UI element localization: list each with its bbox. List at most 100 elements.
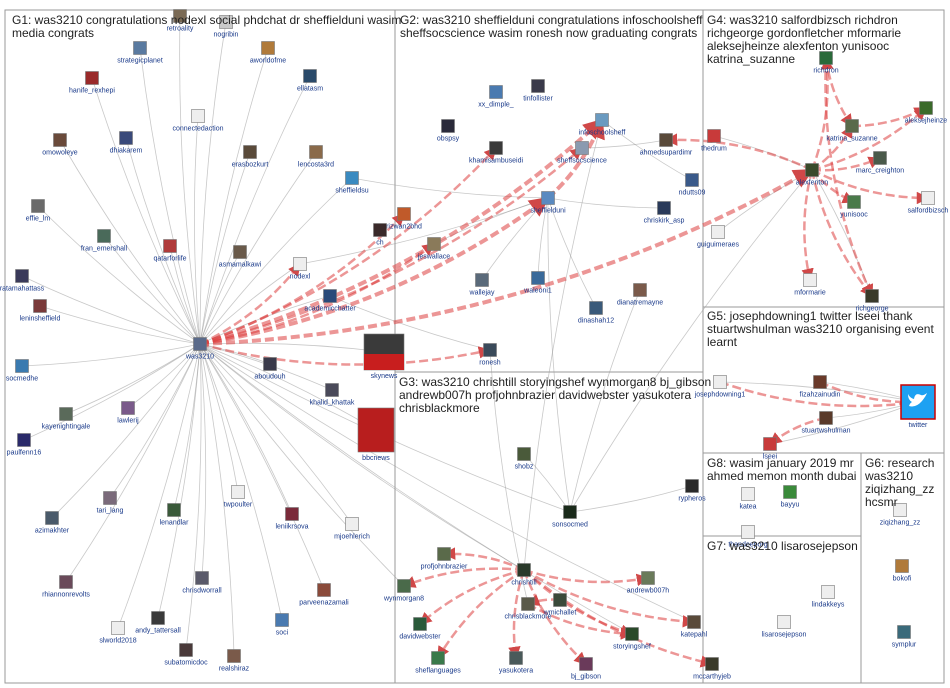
node-sheffielduni[interactable]: sheffielduni xyxy=(530,191,566,215)
node-avatar-josephdowning1[interactable] xyxy=(713,375,727,389)
node-strategicplanet[interactable]: strategicplanet xyxy=(117,41,163,65)
node-rizwan2bhd[interactable]: rizwan2bhd xyxy=(386,207,422,231)
node-avatar-stuartwshulman[interactable] xyxy=(819,411,833,425)
node-leninsheffield[interactable]: leninsheffield xyxy=(20,299,61,323)
node-connectedaction[interactable]: connectedaction xyxy=(173,109,224,133)
node-bj_gibson[interactable]: bj_gibson xyxy=(571,657,601,681)
node-avatar-fran_emershall[interactable] xyxy=(97,229,111,243)
node-rypheros[interactable]: rypheros xyxy=(678,479,706,503)
node-avatar-bj_gibson[interactable] xyxy=(579,657,593,671)
node-dhiakarem[interactable]: dhiakarem xyxy=(110,131,143,155)
node-avatar-ahmedsupardimr[interactable] xyxy=(659,133,673,147)
node-avatar-khamisambuseidi[interactable] xyxy=(489,141,503,155)
node-avatar-katepahl[interactable] xyxy=(687,615,701,629)
node-avatar-slworld2018[interactable] xyxy=(111,621,125,635)
node-socmedhe[interactable]: socmedhe xyxy=(6,359,38,383)
node-wmichallet[interactable]: wmichallet xyxy=(543,593,577,617)
node-avatar-strategicplanet[interactable] xyxy=(133,41,147,55)
node-avatar-soci[interactable] xyxy=(275,613,289,627)
node-avatar-sheffsocscience[interactable] xyxy=(575,141,589,155)
node-effie_lm[interactable]: effie_lm xyxy=(26,199,51,223)
node-waleoni1[interactable]: waleoni1 xyxy=(523,271,552,295)
node-subatomicdoc[interactable]: subatomicdoc xyxy=(164,643,208,667)
node-davidwebster[interactable]: davidwebster xyxy=(399,617,441,641)
node-avatar-xx_dimple_[interactable] xyxy=(489,85,503,99)
node-avatar-aworldofme[interactable] xyxy=(261,41,275,55)
node-mccarthyjeb[interactable]: mccarthyjeb xyxy=(693,657,731,681)
node-avatar-mccarthyjeb[interactable] xyxy=(705,657,719,671)
node-avatar-storyingshef[interactable] xyxy=(625,627,639,641)
node-avatar-paulfenn16[interactable] xyxy=(17,433,31,447)
node-avatar-rypheros[interactable] xyxy=(685,479,699,493)
node-avatar-chrishtill[interactable] xyxy=(517,563,531,577)
node-ratamahattass[interactable]: ratamahattass xyxy=(0,269,45,293)
node-avatar-leninsheffield[interactable] xyxy=(33,299,47,313)
node-avatar-waleoni1[interactable] xyxy=(531,271,545,285)
node-avatar-aleksejheinze[interactable] xyxy=(919,101,933,115)
node-avatar-dinashah12[interactable] xyxy=(589,301,603,315)
node-skynews[interactable]: skynews xyxy=(363,333,405,380)
node-avatar-realshiraz[interactable] xyxy=(227,649,241,663)
node-twitter[interactable]: twitter xyxy=(900,384,936,429)
node-avatar-chriskirk_asp[interactable] xyxy=(657,201,671,215)
node-avatar-erasbozkurt[interactable] xyxy=(243,145,257,159)
node-lencosta3rd[interactable]: lencosta3rd xyxy=(298,145,334,169)
node-symplur[interactable]: symplur xyxy=(892,625,917,649)
node-avatar-symplur[interactable] xyxy=(897,625,911,639)
node-wallejay[interactable]: wallejay xyxy=(469,273,495,297)
node-sonsocmed[interactable]: sonsocmed xyxy=(552,505,588,529)
node-avatar-davidwebster[interactable] xyxy=(413,617,427,631)
node-avatar-chrisblackmore[interactable] xyxy=(521,597,535,611)
node-retroality[interactable]: retroality xyxy=(167,9,194,33)
node-yasukotera[interactable]: yasukotera xyxy=(499,651,533,675)
node-avatar-azimakhter[interactable] xyxy=(45,511,59,525)
node-bokofi[interactable]: bokofi xyxy=(893,559,912,583)
node-avatar-rizwan2bhd[interactable] xyxy=(397,207,411,221)
node-avatar-kayenightingale[interactable] xyxy=(59,407,73,421)
node-lisarosejepson[interactable]: lisarosejepson xyxy=(762,615,807,639)
node-avatar-andy_tattersall[interactable] xyxy=(151,611,165,625)
node-nogribin[interactable]: nogribin xyxy=(214,15,239,39)
node-avatar-katea[interactable] xyxy=(741,487,755,501)
node-asmamalkawi[interactable]: asmamalkawi xyxy=(219,245,262,269)
node-qatarforlife[interactable]: qatarforlife xyxy=(153,239,187,263)
node-ziqizhang_zz[interactable]: ziqizhang_zz xyxy=(880,503,921,527)
node-thandeeporg[interactable]: thandeeporg xyxy=(728,525,768,549)
node-avatar-wallejay[interactable] xyxy=(475,273,489,287)
node-jeswallace[interactable]: jeswallace xyxy=(417,237,450,261)
node-omowoleye[interactable]: omowoleye xyxy=(42,133,78,157)
node-avatar-lawlerij[interactable] xyxy=(121,401,135,415)
node-ch[interactable]: ch xyxy=(373,223,387,247)
node-avatar-rhiannonrevolts[interactable] xyxy=(59,575,73,589)
node-avatar-ziqizhang_zz[interactable] xyxy=(893,503,907,517)
node-avatar-tari_lang[interactable] xyxy=(103,491,117,505)
node-fizahzainudin[interactable]: fizahzainudin xyxy=(800,375,841,399)
node-chrishtill[interactable]: chrishtill xyxy=(511,563,537,587)
node-aboudouh[interactable]: aboudouh xyxy=(254,357,286,381)
node-avatar-guiguimeraes[interactable] xyxy=(711,225,725,239)
node-avatar-jeswallace[interactable] xyxy=(427,237,441,251)
node-avatar-chrisdworrall[interactable] xyxy=(195,571,209,585)
node-avatar-richgeorge[interactable] xyxy=(865,289,879,303)
node-avatar-mjoehlerich[interactable] xyxy=(345,517,359,531)
node-ronesh[interactable]: ronesh xyxy=(479,343,501,367)
node-avatar-fizahzainudin[interactable] xyxy=(813,375,827,389)
node-avatar-richdron[interactable] xyxy=(819,51,833,65)
node-avatar-wmichallet[interactable] xyxy=(553,593,567,607)
node-avatar-dhiakarem[interactable] xyxy=(119,131,133,145)
node-dinashah12[interactable]: dinashah12 xyxy=(578,301,614,325)
node-stuartwshulman[interactable]: stuartwshulman xyxy=(801,411,851,435)
node-mformarie[interactable]: mformarie xyxy=(794,273,826,297)
node-kayenightingale[interactable]: kayenightingale xyxy=(42,407,91,431)
node-avatar-ronesh[interactable] xyxy=(483,343,497,357)
node-avatar-ch[interactable] xyxy=(373,223,387,237)
node-avatar-yunisooc[interactable] xyxy=(847,195,861,209)
node-parveenazamali[interactable]: parveenazamali xyxy=(299,583,349,607)
node-aworldofme[interactable]: aworldofme xyxy=(250,41,286,65)
node-thedrum[interactable]: thedrum xyxy=(701,129,727,153)
node-shobz[interactable]: shobz xyxy=(515,447,534,471)
node-avatar-academicchatter[interactable] xyxy=(323,289,337,303)
node-azimakhter[interactable]: azimakhter xyxy=(35,511,70,535)
node-twpoulter[interactable]: twpoulter xyxy=(224,485,253,509)
node-aleksejheinze[interactable]: aleksejheinze xyxy=(905,101,948,125)
